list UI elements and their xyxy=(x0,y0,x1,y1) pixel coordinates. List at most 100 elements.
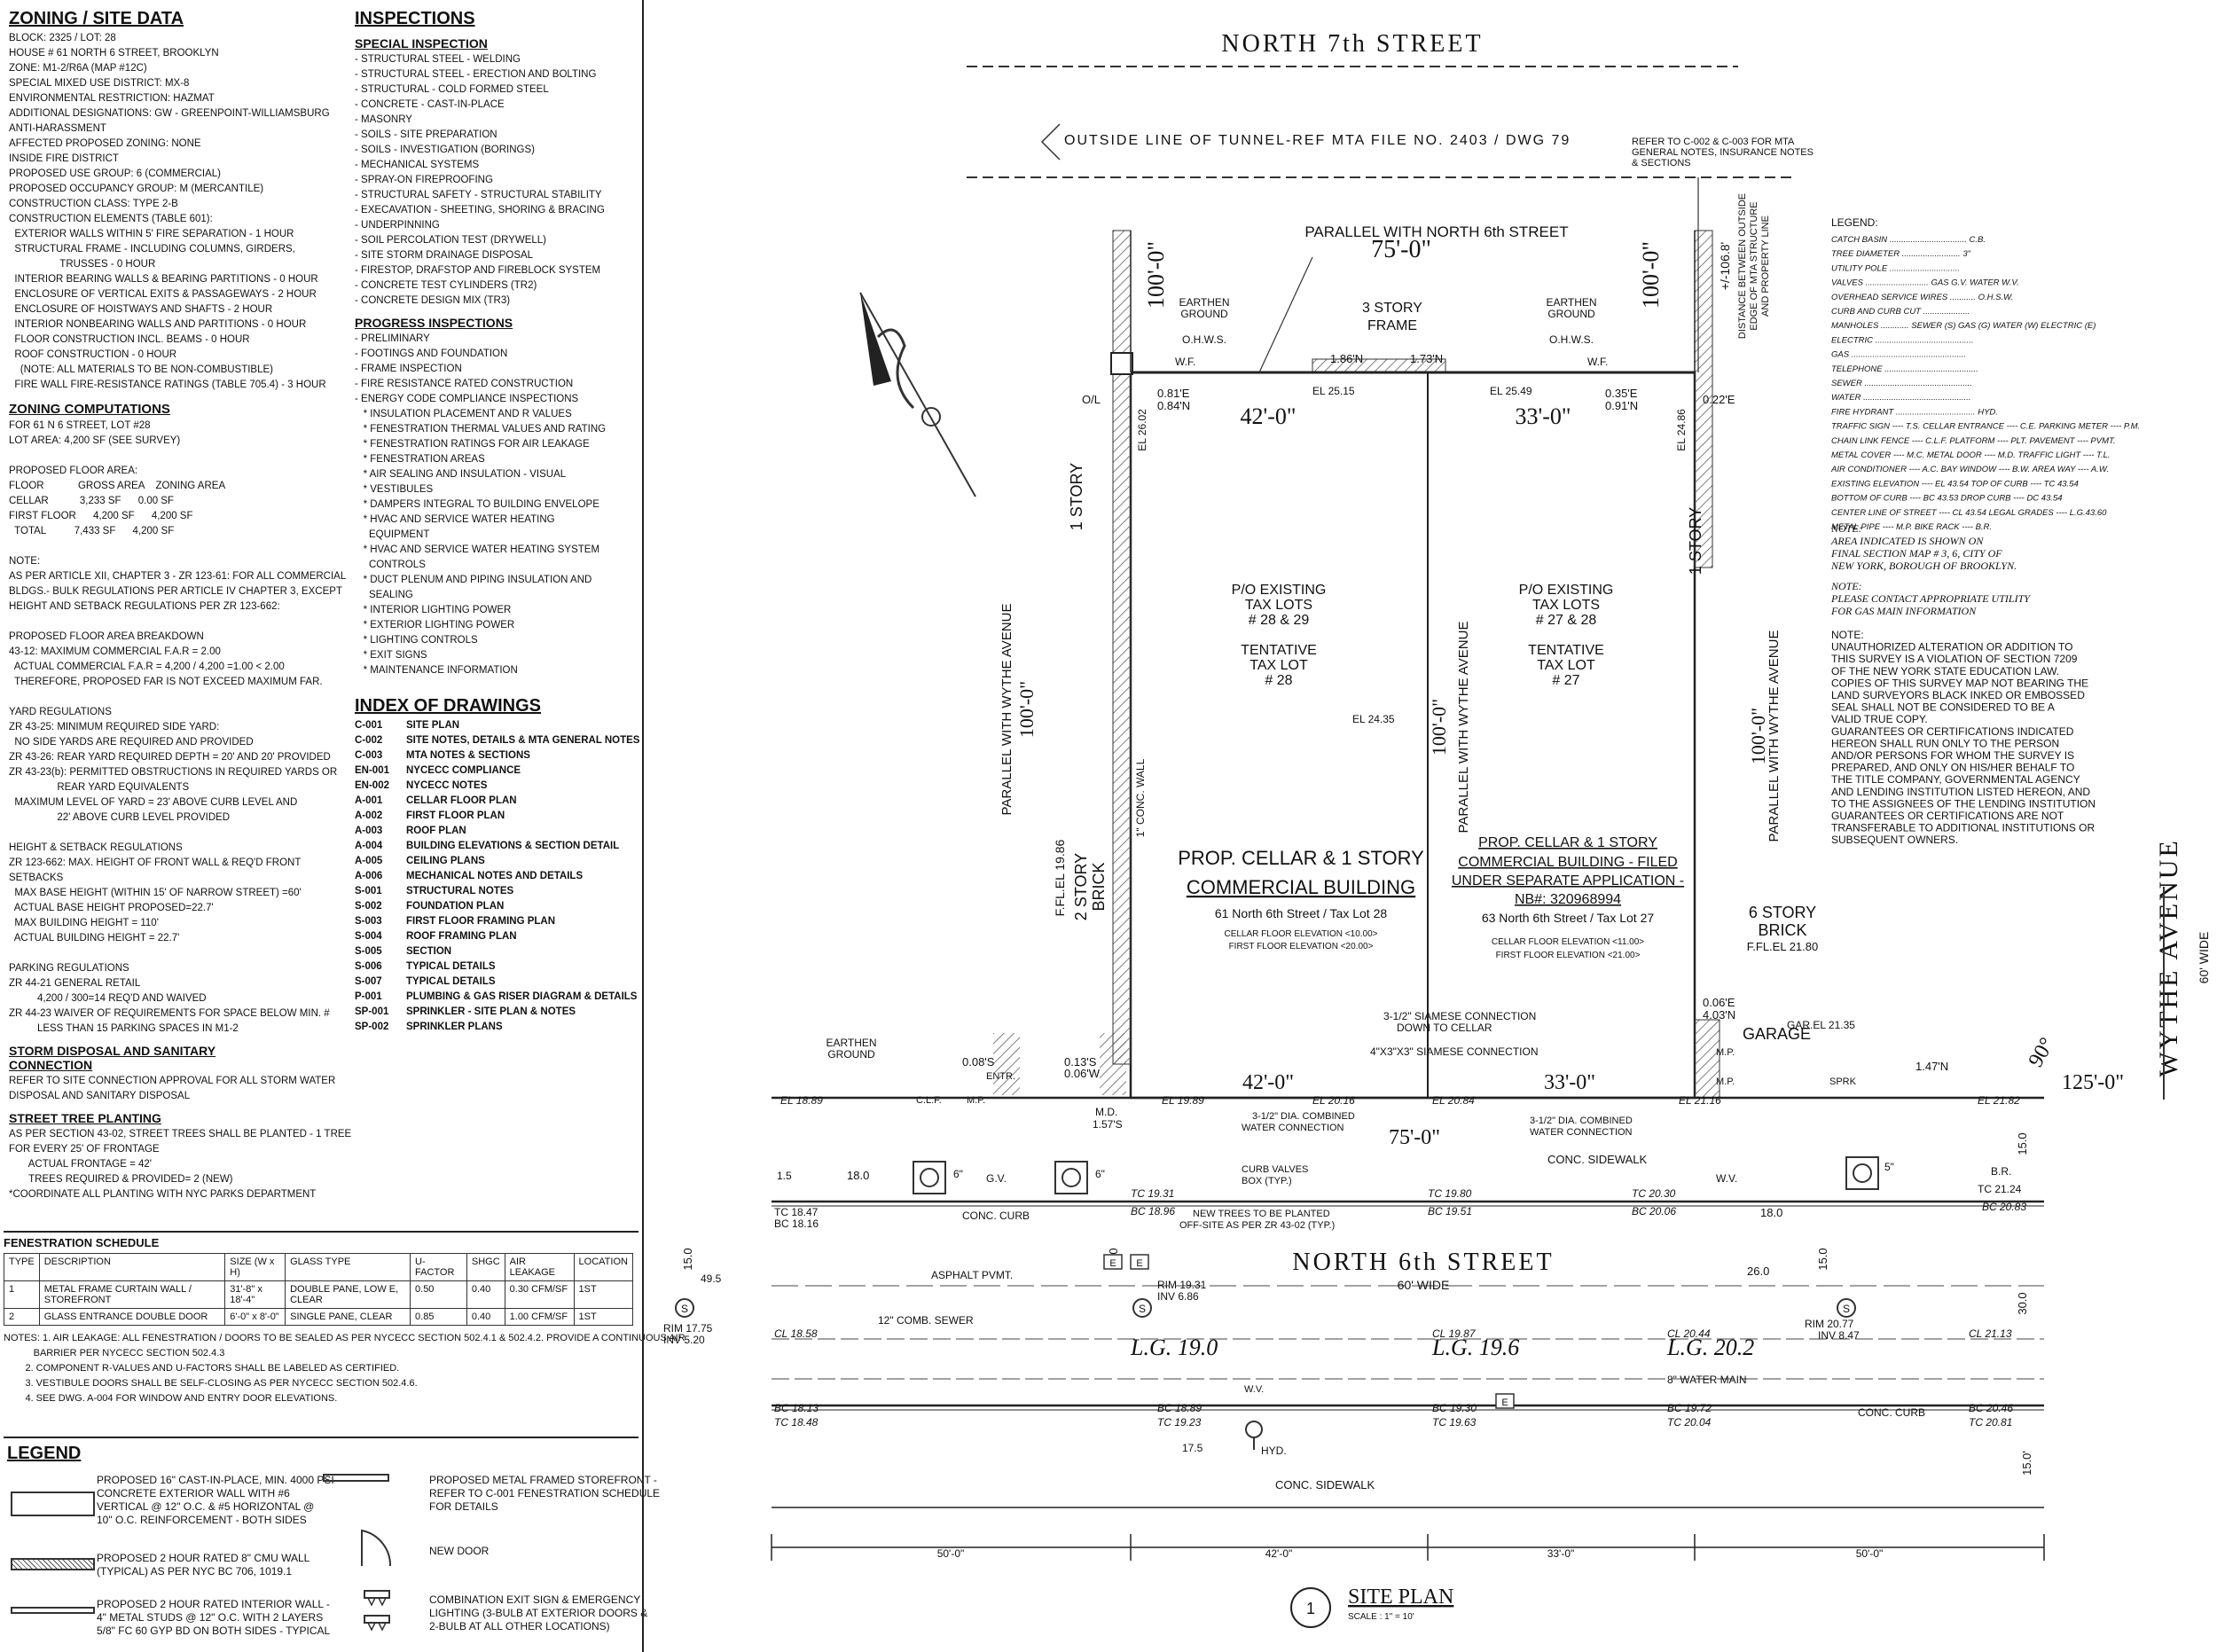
zoning-comp-line xyxy=(9,539,346,554)
table-cell: 1ST xyxy=(573,1308,634,1326)
index-row: EN-001 NYCECC COMPLIANCE xyxy=(355,763,638,779)
zoning-line: TRUSSES - 0 HOUR xyxy=(9,259,156,270)
note-gas-main: NOTE:PLEASE CONTACT APPROPRIATE UTILITYF… xyxy=(1830,580,2031,617)
prop-right-line: NB#: 320968994 xyxy=(1515,892,1621,907)
bottom-dimensions: 50'-0"42'-0"33'-0"50'-0" xyxy=(937,1547,1884,1560)
zoning-comp-line: MAX BUILDING HEIGHT = 110' xyxy=(9,918,159,928)
note-line: FINAL SECTION MAP # 3, 6, CITY OF xyxy=(1830,547,2002,560)
asphalt-label: ASPHALT PVMT. xyxy=(931,1269,1013,1281)
corner-marker xyxy=(1110,352,1133,375)
d173-label: 1.73'N xyxy=(1410,352,1443,365)
sheet-number: C-003 xyxy=(355,750,383,761)
note-line: NOTE: xyxy=(1830,522,1862,535)
md-label: M.D. xyxy=(1095,1106,1117,1118)
note-line: FOR GAS MAIN INFORMATION xyxy=(1830,605,1977,617)
zoning-line: ANTI-HARASSMENT xyxy=(9,123,106,134)
zoning-comp-line: PROPOSED FLOOR AREA BREAKDOWN xyxy=(9,631,204,642)
sheet-title: NYCECC COMPLIANCE xyxy=(406,765,521,776)
progress-inspection-item: * FENESTRATION THERMAL VALUES AND RATING xyxy=(355,424,607,435)
column-header: TYPE xyxy=(4,1253,40,1281)
zoning-comp-line: 4,200 / 300=14 REQ'D AND WAIVED xyxy=(9,993,207,1004)
sheet-number: P-001 xyxy=(355,991,382,1002)
zoning-comp-line: 43-12: MAXIMUM COMMERCIAL F.A.R = 2.00 xyxy=(9,646,221,657)
sheet-number: A-002 xyxy=(355,810,383,821)
parallel-n6-label: PARALLEL WITH NORTH 6th STREET xyxy=(1304,223,1568,240)
prop-right-line: FIRST FLOOR ELEVATION <21.00> xyxy=(1496,951,1641,960)
dim-100-mid: 100'-0" xyxy=(1428,699,1450,756)
lot-label-line: P/O EXISTING xyxy=(1232,583,1327,598)
fenestration-notes: NOTES: 1. AIR LEAKAGE: ALL FENESTRATION … xyxy=(4,1331,685,1406)
conc-wall-label: 1" CONC. WALL xyxy=(1134,758,1147,837)
d175-label: 17.5 xyxy=(1182,1442,1203,1454)
fenestration-note: 3. VESTIBULE DOORS SHALL BE SELF-CLOSING… xyxy=(4,1378,418,1389)
zoning-comp-line: MAX BASE HEIGHT (WITHIN 15' OF NARROW ST… xyxy=(9,888,302,898)
zoning-comp-line: ZR 43-23(b): PERMITTED OBSTRUCTIONS IN R… xyxy=(9,767,338,778)
sheet-divider xyxy=(642,0,644,1652)
zoning-comp-line: PARKING REGULATIONS xyxy=(9,963,129,974)
tree-diameter: 5" xyxy=(1884,1161,1894,1173)
storm-title: STORM DISPOSAL AND SANITARY CONNECTION xyxy=(9,1044,216,1072)
six-story-label: F.FL.EL 21.80 xyxy=(1747,940,1818,953)
garage-wall xyxy=(1694,1019,1720,1099)
sheet-title: FIRST FLOOR PLAN xyxy=(406,810,505,821)
zoning-line: INTERIOR NONBEARING WALLS AND PARTITIONS… xyxy=(9,319,307,330)
sheet-number: C-002 xyxy=(355,735,383,746)
tc2124-label: TC 21.24 xyxy=(1978,1183,2022,1195)
bc-value: BC 20.83 xyxy=(1982,1201,2026,1213)
dist-note-line: DISTANCE BETWEEN OUTSIDE xyxy=(1737,193,1748,339)
dim-100-right: 100'-0" xyxy=(1638,241,1664,309)
curb-valves-label: CURB VALVES xyxy=(1242,1164,1308,1175)
zoning-comp-line: LESS THAN 15 PARKING SPACES IN M1-2 xyxy=(9,1023,239,1034)
zoning-comp-line: SETBACKS xyxy=(9,873,64,883)
plan-legend-item: METAL PIPE ---- M.P. BIKE RACK ---- B.R. xyxy=(1831,522,1992,532)
plan-legend-item: MANHOLES ............ SEWER (S) GAS (G) … xyxy=(1831,321,2096,331)
tc1847-label: BC 18.16 xyxy=(774,1217,819,1230)
zoning-comp-line: ACTUAL BUILDING HEIGHT = 22.7' xyxy=(9,933,180,943)
d150-left-label: 15.0 xyxy=(681,1248,694,1270)
plan-legend-item: TREE DIAMETER ......................... … xyxy=(1831,249,1971,259)
street-tree-title: STREET TREE PLANTING xyxy=(9,1111,161,1125)
siamese1-label: 3-1/2" SIAMESE CONNECTION xyxy=(1383,1010,1536,1022)
combined1-label: 3-1/2" DIA. COMBINED xyxy=(1252,1111,1355,1122)
bc-value: BC 20.06 xyxy=(1632,1205,1676,1217)
e035-label: 0.91'N xyxy=(1605,399,1638,412)
zoning-line: ROOF CONSTRUCTION - 0 HOUR xyxy=(9,349,177,360)
sheet-number: S-007 xyxy=(355,976,382,987)
progress-inspection-item: CONTROLS xyxy=(355,560,426,570)
d495-label: 49.5 xyxy=(701,1272,722,1285)
title-number: 1 xyxy=(1306,1600,1315,1617)
zoning-line: SPECIAL MIXED USE DISTRICT: MX-8 xyxy=(9,78,190,89)
sheet-title: SPRINKLER - SITE PLAN & NOTES xyxy=(406,1006,576,1017)
earthen-label: EARTHEN xyxy=(1546,296,1596,309)
zoning-comp-line xyxy=(9,946,346,961)
zoning-line: ZONE: M1-2/R6A (MAP #12C) xyxy=(9,63,147,74)
sheet-title: FOUNDATION PLAN xyxy=(406,901,505,912)
prop-right-line: PROP. CELLAR & 1 STORY xyxy=(1478,835,1657,850)
d180b-label: 18.0 xyxy=(1760,1206,1782,1219)
note-line: COPIES OF THIS SURVEY MAP NOT BEARING TH… xyxy=(1831,677,2088,689)
cl-value: CL 19.87 xyxy=(1432,1327,1477,1340)
plan-legend-item: UTILITY POLE ...........................… xyxy=(1831,263,1960,273)
zoning-comp-line: AS PER ARTICLE XII, CHAPTER 3 - ZR 123-6… xyxy=(9,571,347,582)
sheet-number: EN-001 xyxy=(355,765,389,776)
plan-legend: CATCH BASIN ............................… xyxy=(1830,235,2140,532)
special-inspection-title: SPECIAL INSPECTION xyxy=(355,36,488,51)
two-story-label: BRICK xyxy=(1090,862,1108,911)
legal-grade: L.G. 20.2 xyxy=(1666,1335,1754,1360)
zoning-comp-line: NO SIDE YARDS ARE REQUIRED AND PROVIDED xyxy=(9,737,254,748)
two-story-label: 2 STORY xyxy=(1072,853,1090,920)
prop-right-line: COMMERCIAL BUILDING - FILED xyxy=(1458,855,1677,870)
plan-legend-item: TRAFFIC SIGN ---- T.S. CELLAR ENTRANCE -… xyxy=(1831,422,2140,432)
new-trees-label: NEW TREES TO BE PLANTED xyxy=(1193,1209,1330,1219)
note-line: SUBSEQUENT OWNERS. xyxy=(1831,834,1958,846)
ol-label: O/L xyxy=(1082,393,1101,406)
sheet-title: SPRINKLER PLANS xyxy=(406,1022,503,1032)
sewer-manhole: S xyxy=(1132,1298,1152,1318)
tree-diameter: 6" xyxy=(953,1168,963,1180)
